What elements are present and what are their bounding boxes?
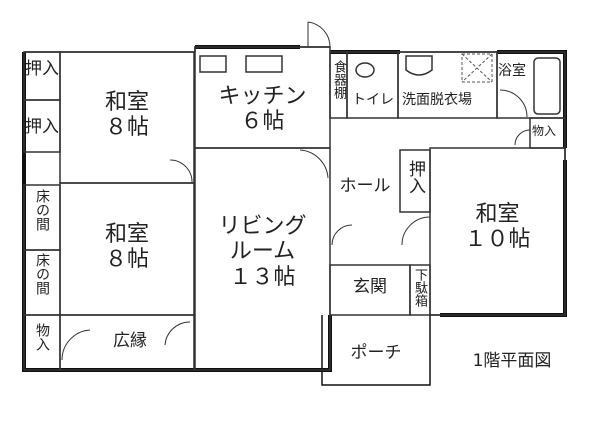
oshiire-label: 押入 — [405, 160, 425, 194]
toilet-label: トイレ — [352, 92, 394, 108]
kitchen-label: キッチン ６帖 — [218, 84, 307, 135]
shokkidana-label: 食器棚 — [331, 60, 346, 99]
tokonoma-label: 床の間 — [34, 253, 50, 295]
hall-label: ホール — [339, 176, 391, 196]
porch-label: ポーチ — [350, 343, 402, 363]
oshiire-label: 押入 — [25, 117, 59, 137]
tokonoma-label: 床の間 — [34, 189, 50, 231]
monoire-label: 物入 — [34, 323, 50, 351]
senmen-label: 洗面脱衣場 — [402, 92, 472, 108]
washitsu-8-lower: 和室 ８帖 — [104, 222, 149, 273]
hiroen-label: 広縁 — [113, 331, 147, 351]
yokushitsu-label: 浴室 — [498, 63, 526, 79]
washitsu-8-upper: 和室 ８帖 — [104, 90, 149, 141]
plan-title: 1階平面図 — [472, 351, 552, 371]
genkan-label: 玄関 — [353, 277, 387, 297]
getabako-label: 下駄箱 — [412, 268, 427, 307]
oshiire-label: 押入 — [25, 59, 59, 79]
washitsu-10-label: 和室 １０帖 — [464, 202, 531, 253]
living-label: リビング ルーム １３帖 — [218, 214, 307, 290]
monoire-label: 物入 — [532, 124, 557, 138]
